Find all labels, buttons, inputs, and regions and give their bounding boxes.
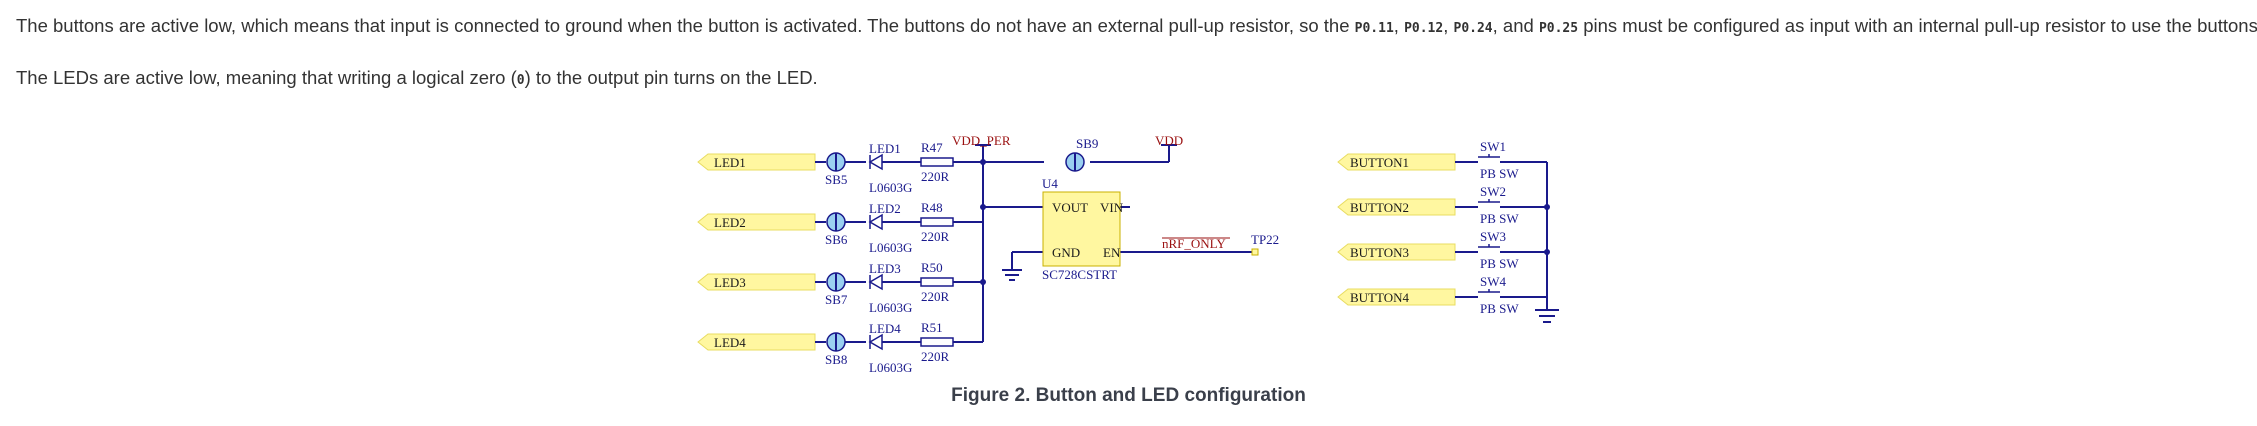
led-net-label: LED3 [714, 275, 746, 290]
solder-bridge-label: SB5 [825, 172, 847, 187]
paragraph-text: ) to the output pin turns on the LED. [524, 67, 818, 88]
resistor-value-label: 220R [921, 349, 950, 364]
solder-bridge-label: SB6 [825, 232, 848, 247]
led-symbol [868, 273, 883, 291]
figure-caption: Figure 2. Button and LED configuration [951, 385, 1306, 406]
led-net-label: LED2 [714, 215, 746, 230]
ic-part-label: SC728CSTRT [1042, 267, 1117, 282]
nrf-only-label: nRF_ONLY [1162, 236, 1226, 251]
paragraph-text: The LEDs are active low, meaning that wr… [16, 67, 517, 88]
sb9-label: SB9 [1076, 136, 1098, 151]
led-footprint-label: L0603G [869, 240, 912, 255]
switch-ref-label: SW3 [1480, 229, 1506, 244]
vdd-label: VDD [1155, 133, 1183, 148]
pin-code: P0.24 [1453, 21, 1493, 36]
pin-code: P0.12 [1404, 21, 1444, 36]
switch-type-label: PB SW [1480, 166, 1519, 181]
switch-type-label: PB SW [1480, 211, 1519, 226]
schematic-wires [975, 144, 1559, 342]
ic-ref-label: U4 [1042, 176, 1058, 191]
solder-bridge-label: SB8 [825, 352, 847, 367]
sb9-solder-bridge [1065, 152, 1085, 172]
pin-gnd-label: GND [1052, 245, 1080, 260]
tp22-pad [1251, 248, 1259, 256]
led-ref-label: LED1 [869, 141, 901, 156]
button-net-label: BUTTON3 [1350, 245, 1409, 260]
resistor-ref-label: R47 [921, 140, 943, 155]
inline-code: 0 [516, 73, 525, 88]
led-footprint-label: L0603G [869, 300, 912, 315]
resistor-value-label: 220R [921, 169, 950, 184]
separator: , [1443, 15, 1454, 36]
pin-vout-label: VOUT [1052, 200, 1088, 215]
resistor-symbol [920, 217, 954, 227]
body-paragraph-leds: The LEDs are active low, meaning that wr… [16, 65, 818, 94]
led-net-label: LED4 [714, 335, 746, 350]
led-footprint-label: L0603G [869, 360, 912, 375]
paragraph-text: pins must be configured as input with an… [1578, 15, 2257, 36]
pin-vin-label: VIN [1100, 200, 1124, 215]
led-ref-label: LED4 [869, 321, 901, 336]
led-ref-label: LED2 [869, 201, 901, 216]
resistor-ref-label: R51 [921, 320, 943, 335]
pin-code: P0.25 [1538, 21, 1579, 36]
resistor-symbol [920, 277, 954, 287]
switch-type-label: PB SW [1480, 301, 1519, 316]
resistor-ref-label: R50 [921, 260, 943, 275]
separator: , and [1492, 15, 1539, 36]
pin-en-label: EN [1103, 245, 1121, 260]
button-net-label: BUTTON4 [1350, 290, 1409, 305]
resistor-value-label: 220R [921, 289, 950, 304]
solder-bridge-label: SB7 [825, 292, 848, 307]
resistor-value-label: 220R [921, 229, 950, 244]
switch-ref-label: SW4 [1480, 274, 1507, 289]
tp22-label: TP22 [1251, 232, 1279, 247]
pin-code: P0.11 [1354, 21, 1394, 36]
led-symbol [868, 153, 883, 171]
resistor-symbol [920, 337, 954, 347]
led-symbol [868, 213, 883, 231]
led-symbol [868, 333, 883, 351]
resistor-ref-label: R48 [921, 200, 943, 215]
switch-type-label: PB SW [1480, 256, 1519, 271]
switch-ref-label: SW1 [1480, 139, 1506, 154]
button-net-label: BUTTON2 [1350, 200, 1409, 215]
separator: , [1393, 15, 1405, 36]
ic-u4-body [1042, 191, 1121, 267]
led-net-label: LED1 [714, 155, 746, 170]
vdd-per-label: VDD_PER [952, 133, 1011, 148]
body-paragraph-buttons: The buttons are active low, which means … [16, 13, 2257, 42]
button-net-label: BUTTON1 [1350, 155, 1409, 170]
switch-ref-label: SW2 [1480, 184, 1506, 199]
paragraph-text: The buttons are active low, which means … [16, 15, 1355, 36]
resistor-symbol [920, 157, 954, 167]
led-ref-label: LED3 [869, 261, 901, 276]
led-footprint-label: L0603G [869, 180, 912, 195]
